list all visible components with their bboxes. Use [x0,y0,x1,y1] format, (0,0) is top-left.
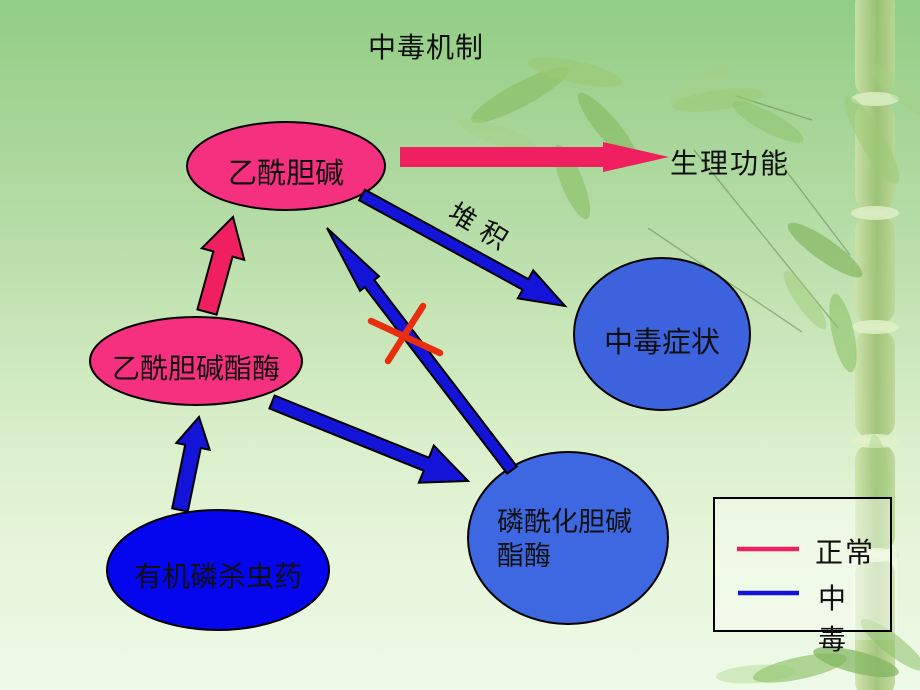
phosphorylated-cholinesterase-node-label: 磷酰化胆碱酯酶 [497,507,632,571]
legend-box: 正常 中毒 [713,497,892,656]
arrow-accumulation-to-symptoms [357,188,568,308]
blocked-cross [367,302,444,365]
arrow-esterase-to-phosphorylated [268,394,471,484]
acetylcholinesterase-node-label: 乙酰胆碱酯酶 [111,354,280,385]
phosphorylated-cholinesterase-node-shape [467,451,669,625]
organophosphate-node-label: 有机磷杀虫药 [133,562,302,593]
organophosphate-node-shape [106,509,330,631]
acetylcholine-node-label: 乙酰胆碱 [227,158,344,190]
acetylcholine-node-shape [186,121,386,211]
physiological-function-label: 生理功能 [670,149,791,180]
arrow-phosphorylated-to-acetylcholine-blocked [326,227,519,475]
cross-stroke-2 [367,317,444,357]
poisoning-symptoms-node-label: 中毒症状 [603,327,720,359]
legend-lines [737,546,799,596]
arrow-organophosphate-to-esterase [171,415,212,513]
legend-normal-label: 正常 [815,538,876,569]
legend-poisoned-label: 中毒 [817,584,846,656]
poisoning-symptoms-node-shape [573,257,751,411]
acetylcholinesterase-node-shape [89,316,303,406]
slide-title: 中毒机制 [368,33,485,64]
arrow-esterase-to-acetylcholine [196,215,246,316]
arrow-acetylcholine-to-function [400,142,669,172]
